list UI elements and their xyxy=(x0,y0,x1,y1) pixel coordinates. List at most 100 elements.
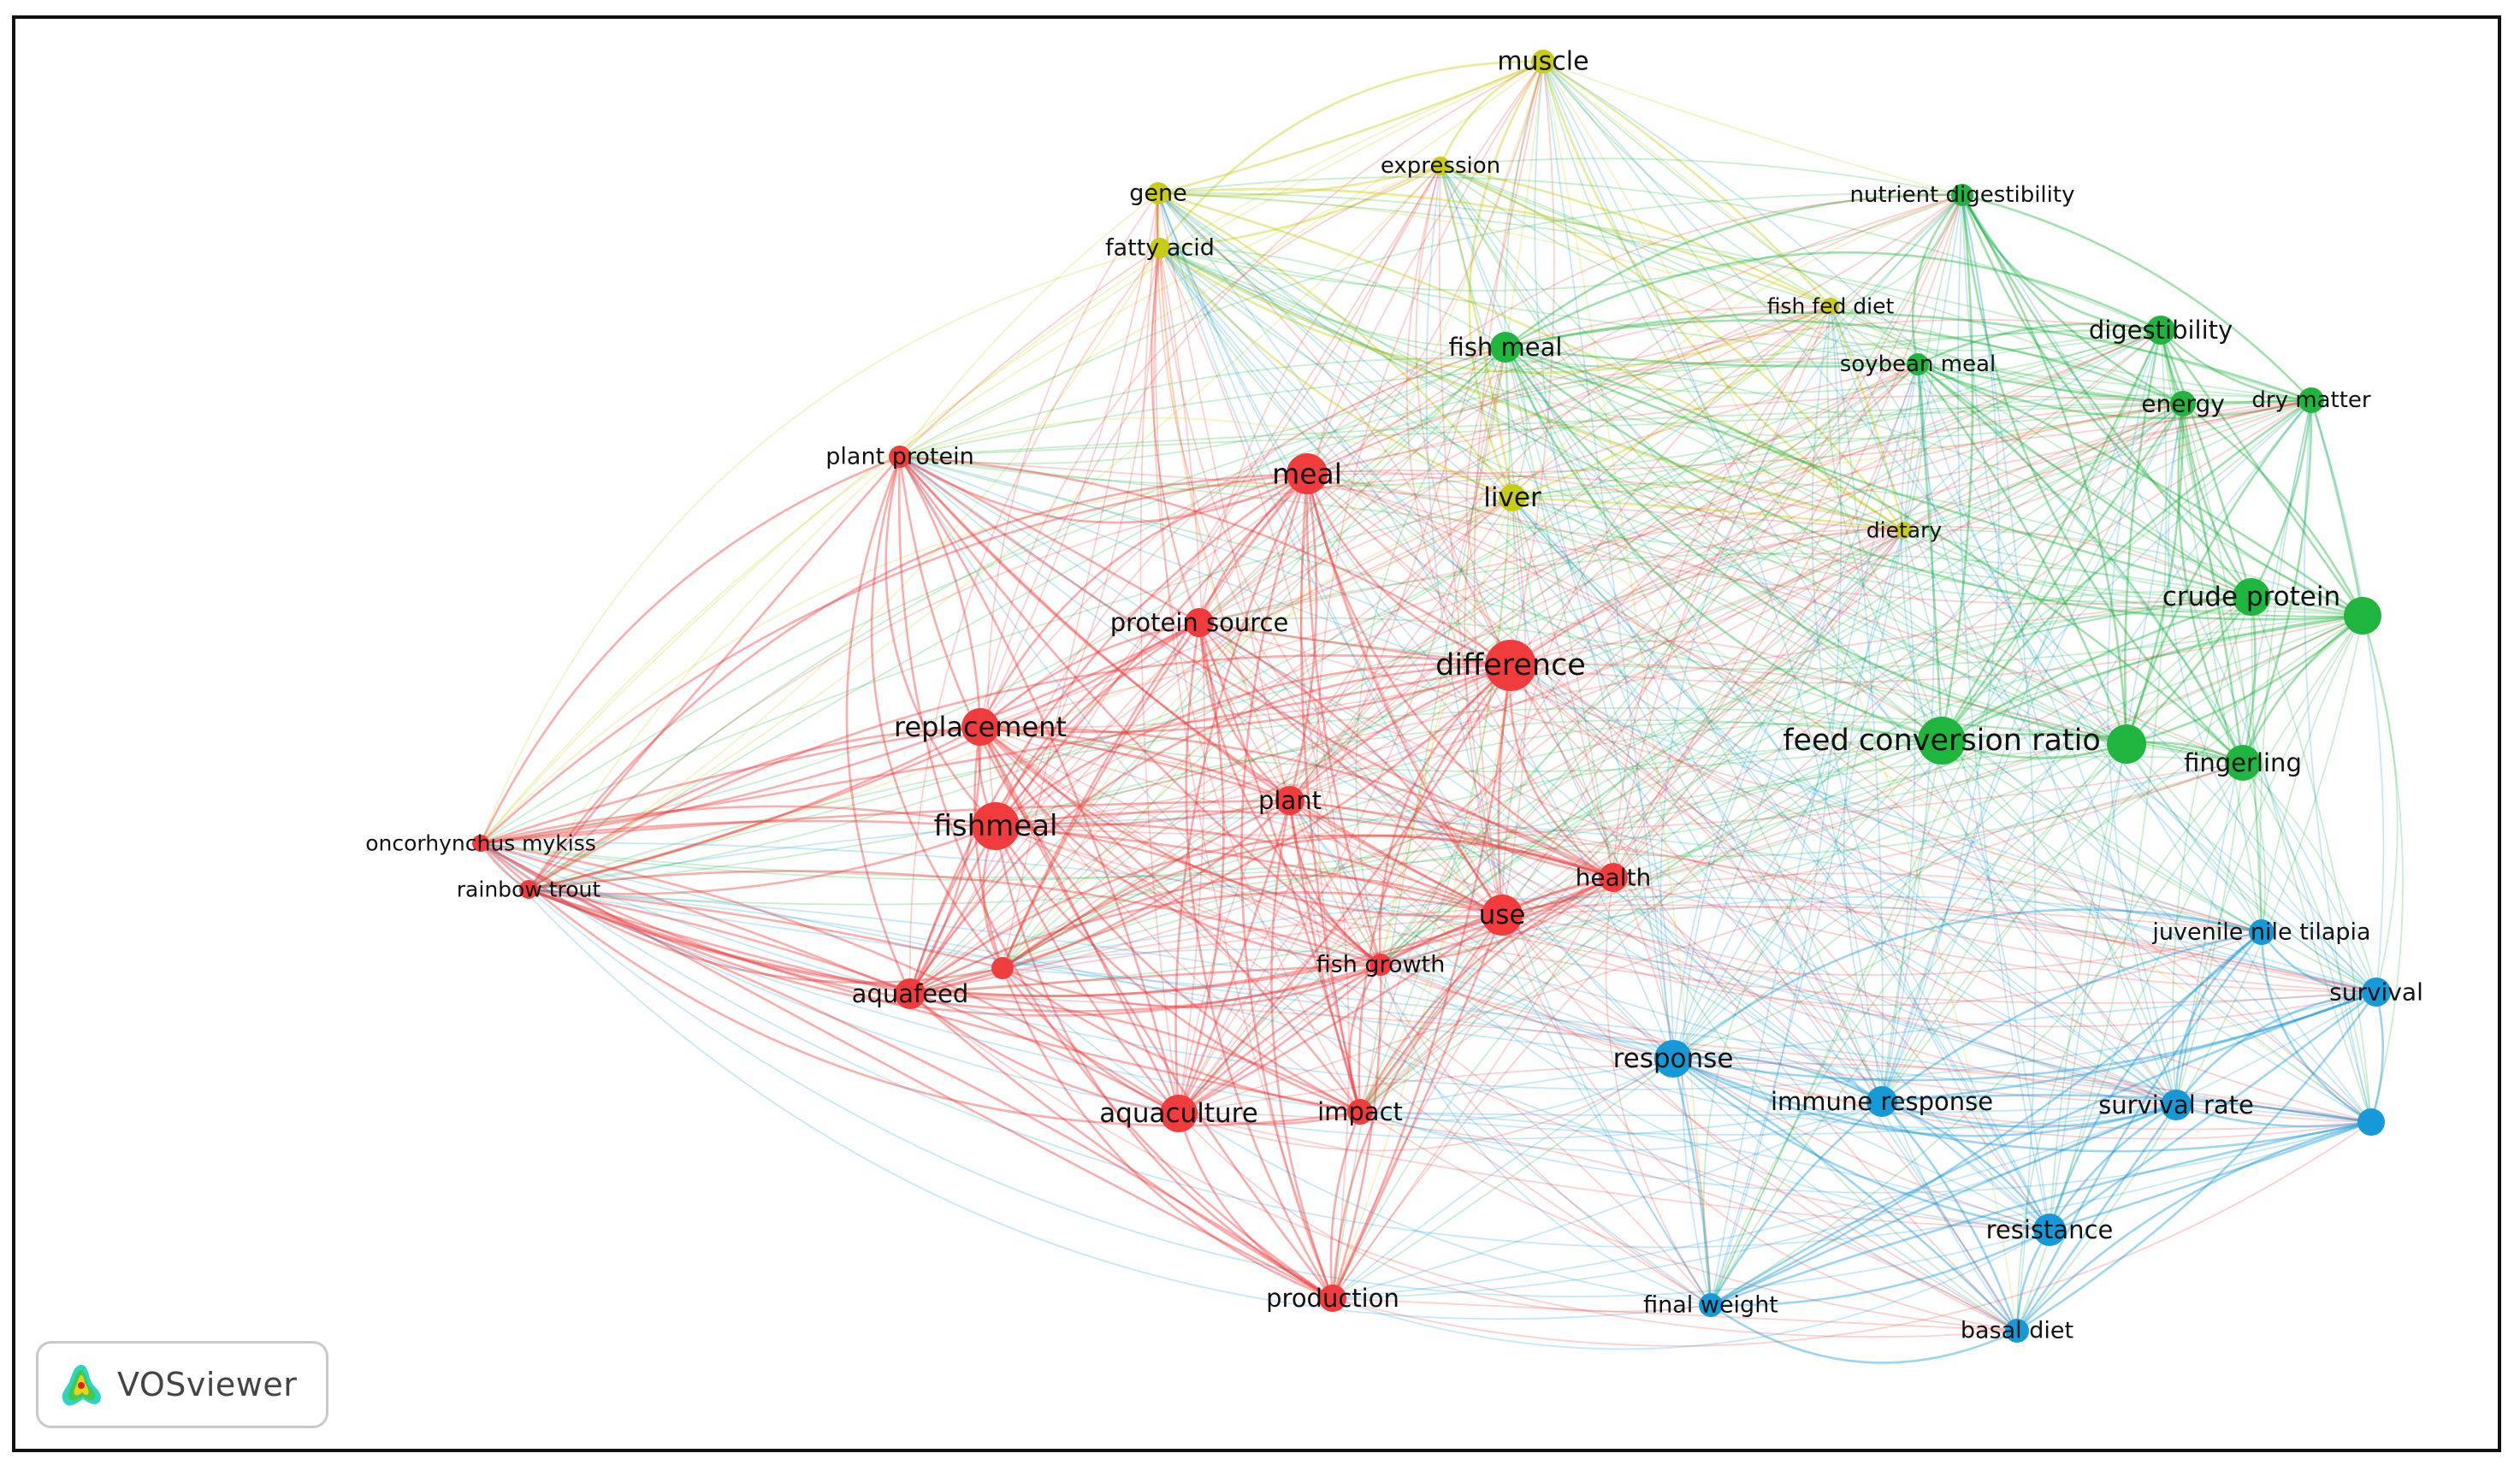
node-oncorhynchus-mykiss[interactable] xyxy=(472,835,489,852)
node-aquaculture[interactable] xyxy=(1160,1095,1198,1132)
edge-dietary-fish_growth xyxy=(1380,529,1905,966)
edge-muscle-rainbow_trout xyxy=(528,61,1544,890)
edge-gene-fish_meal xyxy=(1157,192,1506,349)
node-difference[interactable] xyxy=(1485,640,1536,691)
node-green-unlabeled-1[interactable] xyxy=(2344,597,2381,635)
edge-muscle-meal xyxy=(1306,61,1544,475)
edge-liver-nutrient_digestibility xyxy=(1511,194,1963,499)
node-fish-growth[interactable] xyxy=(1369,954,1392,976)
edge-crude_protein-fish_growth xyxy=(1380,596,2252,966)
edge-muscle-final_weight xyxy=(1542,61,1712,1306)
edge-soybean_meal-fish_growth xyxy=(1380,363,1919,966)
node-basal-diet[interactable] xyxy=(2005,1319,2029,1343)
edge-energy-final_weight xyxy=(1710,403,2184,1306)
edge-dry_matter-production xyxy=(1332,399,2312,1299)
edge-plant_protein-response xyxy=(899,456,1674,1060)
edge-protein_source-fishmeal xyxy=(994,621,1200,827)
edge-crude_protein-fishmeal xyxy=(995,596,2252,827)
node-dietary[interactable] xyxy=(1896,522,1913,539)
edge-gene-basal_diet xyxy=(1157,192,2018,1332)
edge-fatty_acid-energy xyxy=(1159,247,2184,440)
node-nutrient-digestibility[interactable] xyxy=(1951,184,1973,206)
edge-green_unlabeled_1-immune_response xyxy=(1881,615,2363,1102)
edge-dietary-immune_response xyxy=(1881,529,1916,1102)
edge-gene-production xyxy=(1154,192,1334,1299)
node-green-unlabeled-2[interactable] xyxy=(2107,724,2146,764)
node-blue-unlabeled[interactable] xyxy=(2357,1108,2385,1136)
node-meal[interactable] xyxy=(1287,453,1328,494)
edge-fish_meal-rainbow_trout xyxy=(528,346,1506,890)
node-muscle[interactable] xyxy=(1531,50,1555,74)
edge-use-survival_rate xyxy=(1501,914,2177,1106)
edge-gene-digestibility xyxy=(1157,176,2162,331)
vosviewer-logo-text: VOSviewer xyxy=(117,1366,298,1403)
node-survival-rate[interactable] xyxy=(2161,1090,2192,1120)
node-fish-meal[interactable] xyxy=(1490,332,1521,363)
edge-fatty_acid-fish_fed_diet xyxy=(1159,246,1831,374)
edge-fish_fed_diet-liver xyxy=(1511,305,1831,499)
label-survival-rate: survival rate xyxy=(2098,1090,2254,1119)
edge-fish_meal-plant_protein xyxy=(899,346,1506,464)
edge-muscle-liver xyxy=(1468,61,1545,499)
node-juvenile-nile-tilapia[interactable] xyxy=(2249,919,2275,945)
node-resistance[interactable] xyxy=(2033,1214,2066,1246)
node-production[interactable] xyxy=(1319,1285,1346,1312)
node-health[interactable] xyxy=(1599,863,1628,892)
node-plant[interactable] xyxy=(1275,786,1304,815)
node-red-unlabeled[interactable] xyxy=(991,957,1014,979)
node-fatty-acid[interactable] xyxy=(1150,238,1170,258)
node-fish-fed-diet[interactable] xyxy=(1822,298,1839,315)
edge-fishmeal-production xyxy=(994,825,1334,1300)
edge-dry_matter-feed_conversion_ratio xyxy=(1940,399,2312,741)
node-response[interactable] xyxy=(1654,1040,1692,1078)
node-fishmeal[interactable] xyxy=(972,802,1020,850)
node-soybean-meal[interactable] xyxy=(1907,353,1929,375)
edge-nutrient_digestibility-fish_growth xyxy=(1380,194,1963,966)
node-rainbow-trout[interactable] xyxy=(519,880,538,899)
edge-replacement-aquaculture xyxy=(979,726,1180,1114)
node-expression[interactable] xyxy=(1431,157,1450,175)
edge-soybean_meal-rainbow_trout xyxy=(528,363,1919,890)
node-crude-protein[interactable] xyxy=(2233,578,2270,616)
node-use[interactable] xyxy=(1482,895,1523,936)
edge-aquafeed-basal_diet xyxy=(909,993,2018,1338)
node-impact[interactable] xyxy=(1347,1099,1373,1125)
node-replacement[interactable] xyxy=(961,708,999,746)
edge-nutrient_digestibility-red_unlabeled xyxy=(1002,194,1963,969)
edge-fish_growth-survival_rate xyxy=(1380,964,2177,1129)
node-immune-response[interactable] xyxy=(1866,1086,1897,1117)
node-digestibility[interactable] xyxy=(2146,316,2175,345)
node-survival[interactable] xyxy=(2362,978,2391,1007)
edge-green_unlabeled_1-fingerling xyxy=(2241,614,2363,764)
node-final-weight[interactable] xyxy=(1699,1293,1723,1317)
edge-juvenile_nile_tilapia-response xyxy=(1672,908,2263,1060)
edge-feed_conversion_ratio-protein_source xyxy=(1198,617,1943,741)
edge-production-resistance xyxy=(1332,1229,2050,1350)
node-liver[interactable] xyxy=(1499,484,1526,511)
edge-fishmeal-survival xyxy=(995,825,2377,1004)
node-energy[interactable] xyxy=(2170,391,2196,416)
edge-green_unlabeled_1-difference xyxy=(1510,615,2363,684)
node-dry-matter[interactable] xyxy=(2298,387,2324,413)
node-fingerling[interactable] xyxy=(2225,745,2261,781)
node-aquafeed[interactable] xyxy=(895,978,926,1009)
edge-use-juvenile_nile_tilapia xyxy=(1501,872,2263,933)
edge-blue_unlabeled-basal_diet xyxy=(2016,1120,2372,1332)
node-feed-conversion-ratio[interactable] xyxy=(1918,717,1966,765)
edge-survival-immune_response xyxy=(1881,990,2377,1103)
edge-dietary-replacement xyxy=(979,529,1905,729)
edge-liver-aquafeed xyxy=(909,497,1513,995)
edge-nutrient_digestibility-feed_conversion_ratio xyxy=(1940,194,1974,741)
node-plant-protein[interactable] xyxy=(889,446,911,468)
edge-survival_rate-resistance xyxy=(2048,1103,2177,1231)
label-response: response xyxy=(1613,1043,1734,1074)
node-protein-source[interactable] xyxy=(1185,608,1214,637)
edge-crude_protein-fingerling xyxy=(2241,596,2257,764)
node-gene[interactable] xyxy=(1147,182,1169,204)
edge-fingerling-plant_protein xyxy=(899,456,2244,764)
edge-expression-nutrient_digestibility xyxy=(1440,157,1963,196)
edge-fish_meal-immune_response xyxy=(1505,346,1883,1102)
edge-juvenile_nile_tilapia-survival_rate xyxy=(2174,930,2263,1106)
edge-fish_meal-response xyxy=(1505,346,1674,1060)
edge-gene-dry_matter xyxy=(1157,192,2312,401)
